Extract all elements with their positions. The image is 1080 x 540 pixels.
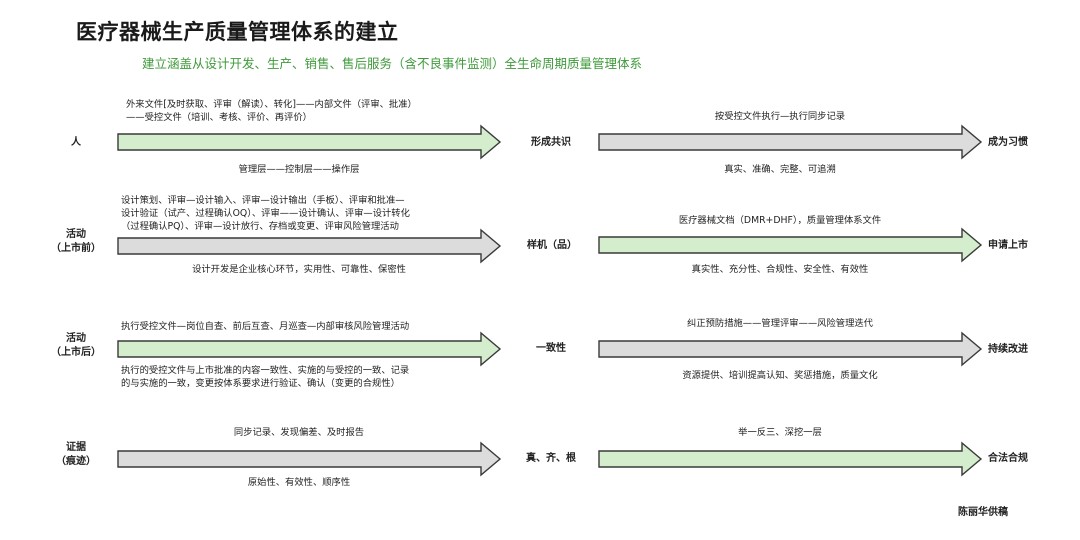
row-1-right-above-line-1: 按受控文件执行—执行同步记录 (714, 111, 846, 122)
row-3-left-above-text: 执行受控文件—岗位自查、前后互查、月巡查—内部审核风险管理活动 (121, 320, 409, 333)
row-3-right-above-text: 纠正预防措施——管理评审——风险管理迭代 (598, 317, 962, 330)
row-3-left-arrow-shape (117, 331, 502, 367)
row-1-left-above-line-1: 外来文件[及时获取、评审（解读）、转化]——内部文件（评审、批准） (126, 99, 417, 110)
page-subtitle: 建立涵盖从设计开发、生产、销售、售后服务（含不良事件监测）全生命周期质量管理体系 (142, 56, 643, 71)
row-2-right-label: 申请上市 (988, 240, 1028, 251)
row-2-right-below-text: 真实性、充分性、合规性、安全性、有效性 (598, 263, 962, 276)
row-2-right-above-line-1: 医疗器械文档（DMR+DHF），质量管理体系文件 (678, 215, 882, 226)
row-3-left-below-text: 执行的受控文件与上市批准的内容一致性、实施的与受控的一致、记录 的与实施的一致，… (121, 364, 409, 390)
row-3-left-arrow (117, 331, 502, 367)
row-1-left-above-line-2: ——受控文件（培训、考核、评价、再评价） (126, 112, 312, 123)
row-3-left-label: 活动 （上市后） (44, 332, 108, 360)
row-3-right-label: 持续改进 (988, 344, 1028, 355)
row-4-right-above-text: 举一反三、深挖一层 (598, 426, 962, 439)
row-4-left-arrow-shape (117, 441, 502, 477)
row-2-mid-label: 样机（品） (527, 240, 577, 251)
row-4-left-above-text: 同步记录、发现偏差、及时报告 (117, 426, 481, 439)
row-2-right-above-text: 医疗器械文档（DMR+DHF），质量管理体系文件 (598, 214, 962, 227)
row-2-right-arrow-shape (598, 227, 983, 263)
row-3-left-label-line-2: （上市后） (51, 347, 101, 358)
row-1-right-below-text: 真实、准确、完整、可追溯 (598, 163, 962, 176)
row-2-right-arrow (598, 227, 983, 263)
row-3-right-arrow-shape (598, 331, 983, 367)
row-1-right-arrow-shape (598, 124, 983, 160)
page-title: 医疗器械生产质量管理体系的建立 (76, 20, 399, 44)
row-2-left-above-line-1: 设计策划、评审—设计输入、评审—设计输出（手板）、评审和批准— (121, 195, 405, 206)
row-3-mid-label: 一致性 (536, 343, 566, 354)
row-3-left-below-line-2: 的与实施的一致，变更按体系要求进行验证、确认（变更的合规性） (121, 378, 400, 389)
row-4-mid-label: 真、齐、根 (526, 453, 576, 464)
row-2-left-arrow (117, 228, 502, 264)
row-2-left-above-line-3: （过程确认PQ）、评审—设计放行、存档或变更、评审风险管理活动 (121, 221, 399, 232)
row-1-left-label: 人 (60, 136, 92, 150)
row-4-right-label: 合法合规 (988, 453, 1028, 464)
row-3-right-below-line-1: 资源提供、培训提高认知、奖惩措施，质量文化 (682, 370, 878, 381)
row-4-left-above-line-1: 同步记录、发现偏差、及时报告 (233, 427, 365, 438)
row-1-left-label-line-1: 人 (71, 137, 81, 148)
row-4-right-arrow-shape (598, 441, 983, 477)
row-4-right-above-line-1: 举一反三、深挖一层 (738, 427, 822, 438)
row-1-right-label: 成为习惯 (988, 137, 1028, 148)
row-2-left-below-text: 设计开发是企业核心环节，实用性、可靠性、保密性 (117, 263, 481, 276)
row-1-left-arrow-shape (117, 124, 502, 160)
row-3-right-below-text: 资源提供、培训提高认知、奖惩措施，质量文化 (598, 369, 962, 382)
signature-text: 陈丽华供稿 (958, 507, 1008, 518)
row-4-left-label-line-1: 证据 (66, 442, 86, 453)
row-3-right-above-line-1: 纠正预防措施——管理评审——风险管理迭代 (687, 318, 873, 329)
row-2-left-label-line-2: （上市前） (51, 243, 101, 254)
row-4-left-below-text: 原始性、有效性、顺序性 (117, 476, 481, 489)
row-2-left-label-line-1: 活动 (66, 229, 86, 240)
row-2-left-arrow-shape (117, 228, 502, 264)
row-3-left-below-line-1: 执行的受控文件与上市批准的内容一致性、实施的与受控的一致、记录 (121, 365, 410, 376)
row-4-left-label: 证据 （痕迹） (44, 441, 108, 469)
row-1-left-below-line-1: 管理层——控制层——操作层 (238, 164, 360, 175)
row-1-right-above-text: 按受控文件执行—执行同步记录 (598, 110, 962, 123)
row-3-right-arrow (598, 331, 983, 367)
row-2-right-below-line-1: 真实性、充分性、合规性、安全性、有效性 (691, 264, 869, 275)
row-2-left-below-line-1: 设计开发是企业核心环节，实用性、可靠性、保密性 (192, 264, 406, 275)
row-2-left-above-text: 设计策划、评审—设计输入、评审—设计输出（手板）、评审和批准— 设计验证（试产、… (121, 194, 410, 233)
row-1-left-above-text: 外来文件[及时获取、评审（解读）、转化]——内部文件（评审、批准） ——受控文件… (126, 98, 417, 124)
row-3-left-above-line-1: 执行受控文件—岗位自查、前后互查、月巡查—内部审核风险管理活动 (121, 321, 410, 332)
row-4-left-below-line-1: 原始性、有效性、顺序性 (247, 477, 351, 488)
row-1-left-below-text: 管理层——控制层——操作层 (117, 163, 481, 176)
row-3-left-label-line-1: 活动 (66, 333, 86, 344)
row-1-mid-label: 形成共识 (531, 137, 571, 148)
row-2-left-above-line-2: 设计验证（试产、过程确认OQ）、评审——设计确认、评审—设计转化 (121, 208, 410, 219)
row-1-right-below-line-1: 真实、准确、完整、可追溯 (724, 164, 836, 175)
row-1-right-arrow (598, 124, 983, 160)
row-4-left-arrow (117, 441, 502, 477)
row-2-left-label: 活动 （上市前） (44, 228, 108, 256)
row-1-left-arrow (117, 124, 502, 160)
row-4-right-arrow (598, 441, 983, 477)
row-4-left-label-line-2: （痕迹） (56, 456, 96, 467)
